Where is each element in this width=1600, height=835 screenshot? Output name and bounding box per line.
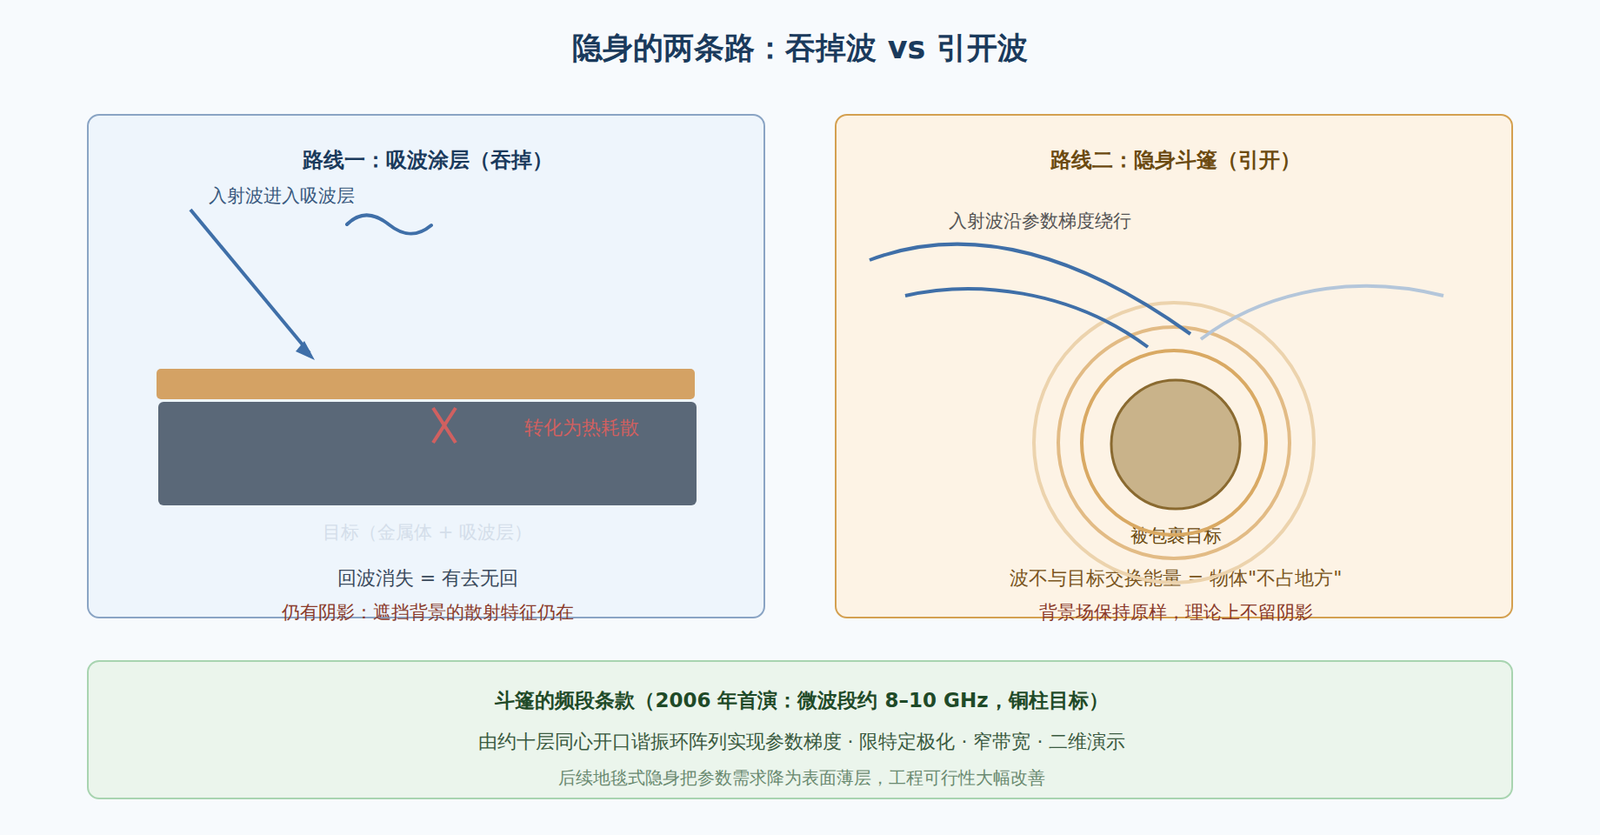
note-text: 由约十层同心开口谐振环阵列实现参数梯度 · 限特定极化 · 窄带宽 · 二维演示	[0, 730, 1600, 754]
wave-label: 入射波进入吸波层	[208, 185, 355, 207]
wave-squiggle	[346, 214, 432, 234]
x-mark	[433, 407, 456, 443]
exit-wave	[1200, 286, 1444, 340]
note-heading: 斗篷的频段条款（2006 年首演：微波段约 8–10 GHz，铜柱目标）	[0, 688, 1600, 714]
target-circle: 被包裹目标	[1109, 378, 1242, 511]
target-disk	[1111, 380, 1240, 509]
cloak-ring	[1081, 350, 1267, 535]
loss-label: 转化为热耗散	[524, 416, 640, 440]
panel-box: 转化为热耗散目标（金属体 + 吸波层）路线一：吸波涂层（吞掉）回波消失 = 有去…	[86, 113, 766, 619]
wave-label: 入射波沿参数梯度绕行	[948, 210, 1132, 233]
result-text: 波不与目标交换能量 = 物体"不占地方"	[662, 566, 1600, 590]
absorber-layer	[156, 368, 695, 400]
target-label: 被包裹目标	[935, 525, 1416, 547]
circle-outline	[1109, 378, 1242, 511]
x-mark	[433, 407, 456, 443]
panel-box: 被包裹目标路线二：隐身斗篷（引开）波不与目标交换能量 = 物体"不占地方"背景场…	[834, 113, 1514, 619]
note-text: 后续地毯式隐身把参数需求降为表面薄层，工程可行性大幅改善	[0, 766, 1600, 788]
cloak-ring	[1058, 326, 1290, 559]
target-label: 目标（金属体 + 吸波层）	[0, 521, 871, 544]
note-band: 斗篷的频段条款（2006 年首演：微波段约 8–10 GHz，铜柱目标）由约十层…	[86, 660, 1514, 800]
target-block: 转化为热耗散目标（金属体 + 吸波层）	[158, 401, 697, 506]
incident-arrow	[190, 209, 310, 354]
bent-wave	[905, 288, 1148, 347]
result-text: 回波消失 = 有去无回	[0, 566, 941, 590]
cloak-ring	[1033, 302, 1314, 583]
panel-heading: 路线二：隐身斗篷（引开）	[662, 147, 1600, 174]
bent-wave	[869, 244, 1191, 334]
panel-heading: 路线一：吸波涂层（吞掉）	[0, 147, 941, 174]
caveat-text: 背景场保持原样，理论上不留阴影	[662, 601, 1600, 624]
caveat-text: 仍有阴影：遮挡背景的散射特征仍在	[0, 601, 941, 624]
diagram-title: 隐身的两条路：吞掉波 vs 引开波	[0, 29, 1600, 67]
arrow-head	[295, 340, 315, 360]
